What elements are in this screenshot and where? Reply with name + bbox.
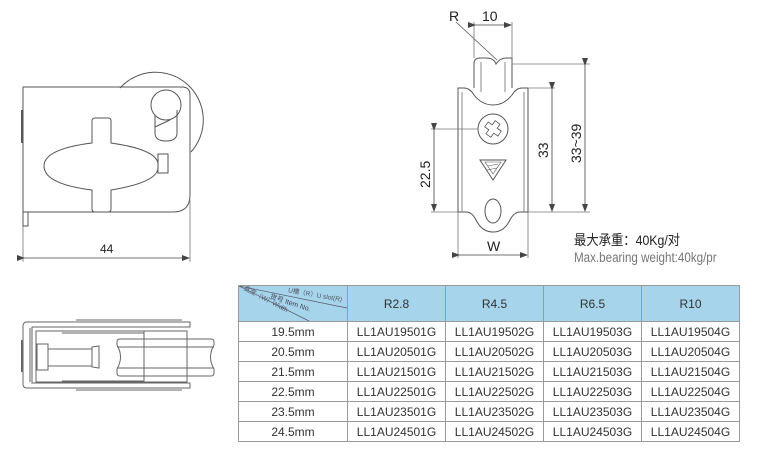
item-cell: LL1AU22501G <box>347 381 446 402</box>
front-dimensions <box>431 21 590 258</box>
item-cell: LL1AU24502G <box>445 421 544 442</box>
item-cell: LL1AU21503G <box>543 361 642 382</box>
item-cell: LL1AU19503G <box>543 321 642 342</box>
item-cell: LL1AU20503G <box>543 341 642 362</box>
front-view <box>457 57 529 233</box>
table-header-row: U槽（R）U slot(R) 货号 Item No. 宽度（W）Width R2… <box>238 285 740 322</box>
item-cell: LL1AU21501G <box>347 361 446 382</box>
item-cell: LL1AU23502G <box>445 401 544 422</box>
dim-44: 44 <box>100 242 114 256</box>
load-note: 最大承重：40Kg/对 Max.bearing weight:40kg/pr <box>574 231 740 267</box>
corner-header: U槽（R）U slot(R) 货号 Item No. 宽度（W）Width <box>238 285 348 322</box>
item-cell: LL1AU24503G <box>543 421 642 442</box>
width-cell: 20.5mm <box>238 341 348 362</box>
load-note-cn: 最大承重：40Kg/对 <box>574 232 681 248</box>
column-header: R2.8 <box>347 285 446 322</box>
item-cell: LL1AU19501G <box>347 321 446 342</box>
item-cell: LL1AU20502G <box>445 341 544 362</box>
width-cell: 19.5mm <box>238 321 348 342</box>
dim-10: 10 <box>482 8 498 24</box>
item-cell: LL1AU23504G <box>641 401 740 422</box>
item-cell: LL1AU24501G <box>347 421 446 442</box>
item-cell: LL1AU22502G <box>445 381 544 402</box>
spec-table: U槽（R）U slot(R) 货号 Item No. 宽度（W）Width R2… <box>238 285 740 442</box>
table-row: 24.5mm LL1AU24501G LL1AU24502G LL1AU2450… <box>238 421 740 442</box>
column-header: R10 <box>641 285 740 322</box>
item-cell: LL1AU20504G <box>641 341 740 362</box>
table-row: 21.5mm LL1AU21501G LL1AU21502G LL1AU2150… <box>238 361 740 382</box>
load-note-en: Max.bearing weight:40kg/pr <box>574 250 717 265</box>
dim-22-5: 22.5 <box>417 161 433 188</box>
item-cell: LL1AU22503G <box>543 381 642 402</box>
table-row: 23.5mm LL1AU23501G LL1AU23502G LL1AU2350… <box>238 401 740 422</box>
item-cell: LL1AU21502G <box>445 361 544 382</box>
width-cell: 22.5mm <box>238 381 348 402</box>
screw-icon <box>477 113 509 145</box>
width-cell: 21.5mm <box>238 361 348 382</box>
table-row: 20.5mm LL1AU20501G LL1AU20502G LL1AU2050… <box>238 341 740 362</box>
wheel-profile <box>116 338 215 377</box>
width-cell: 24.5mm <box>238 421 348 442</box>
item-cell: LL1AU19504G <box>641 321 740 342</box>
dim-w-label: W <box>487 238 501 254</box>
item-cell: LL1AU23503G <box>543 401 642 422</box>
item-cell: LL1AU23501G <box>347 401 446 422</box>
item-cell: LL1AU24504G <box>641 421 740 442</box>
dim-33: 33 <box>535 142 551 158</box>
table-row: 22.5mm LL1AU22501G LL1AU22502G LL1AU2250… <box>238 381 740 402</box>
item-cell: LL1AU19502G <box>445 321 544 342</box>
body-plate <box>22 86 191 213</box>
dim-33-39: 33~39 <box>568 123 584 163</box>
top-view <box>21 319 215 391</box>
column-header: R4.5 <box>445 285 544 322</box>
item-cell: LL1AU20501G <box>347 341 446 362</box>
logo-icon <box>479 159 507 181</box>
column-header: R6.5 <box>543 285 642 322</box>
corner-diagonals <box>239 286 347 321</box>
dim-r-label: R <box>449 8 459 24</box>
side-view <box>21 71 204 227</box>
width-cell: 23.5mm <box>238 401 348 422</box>
item-cell: LL1AU21504G <box>641 361 740 382</box>
key-slot <box>43 117 159 213</box>
wheel-outline <box>119 71 204 153</box>
table-row: 19.5mm LL1AU19501G LL1AU19502G LL1AU1950… <box>238 321 740 342</box>
width-dimension <box>17 200 191 262</box>
item-cell: LL1AU22504G <box>641 381 740 402</box>
